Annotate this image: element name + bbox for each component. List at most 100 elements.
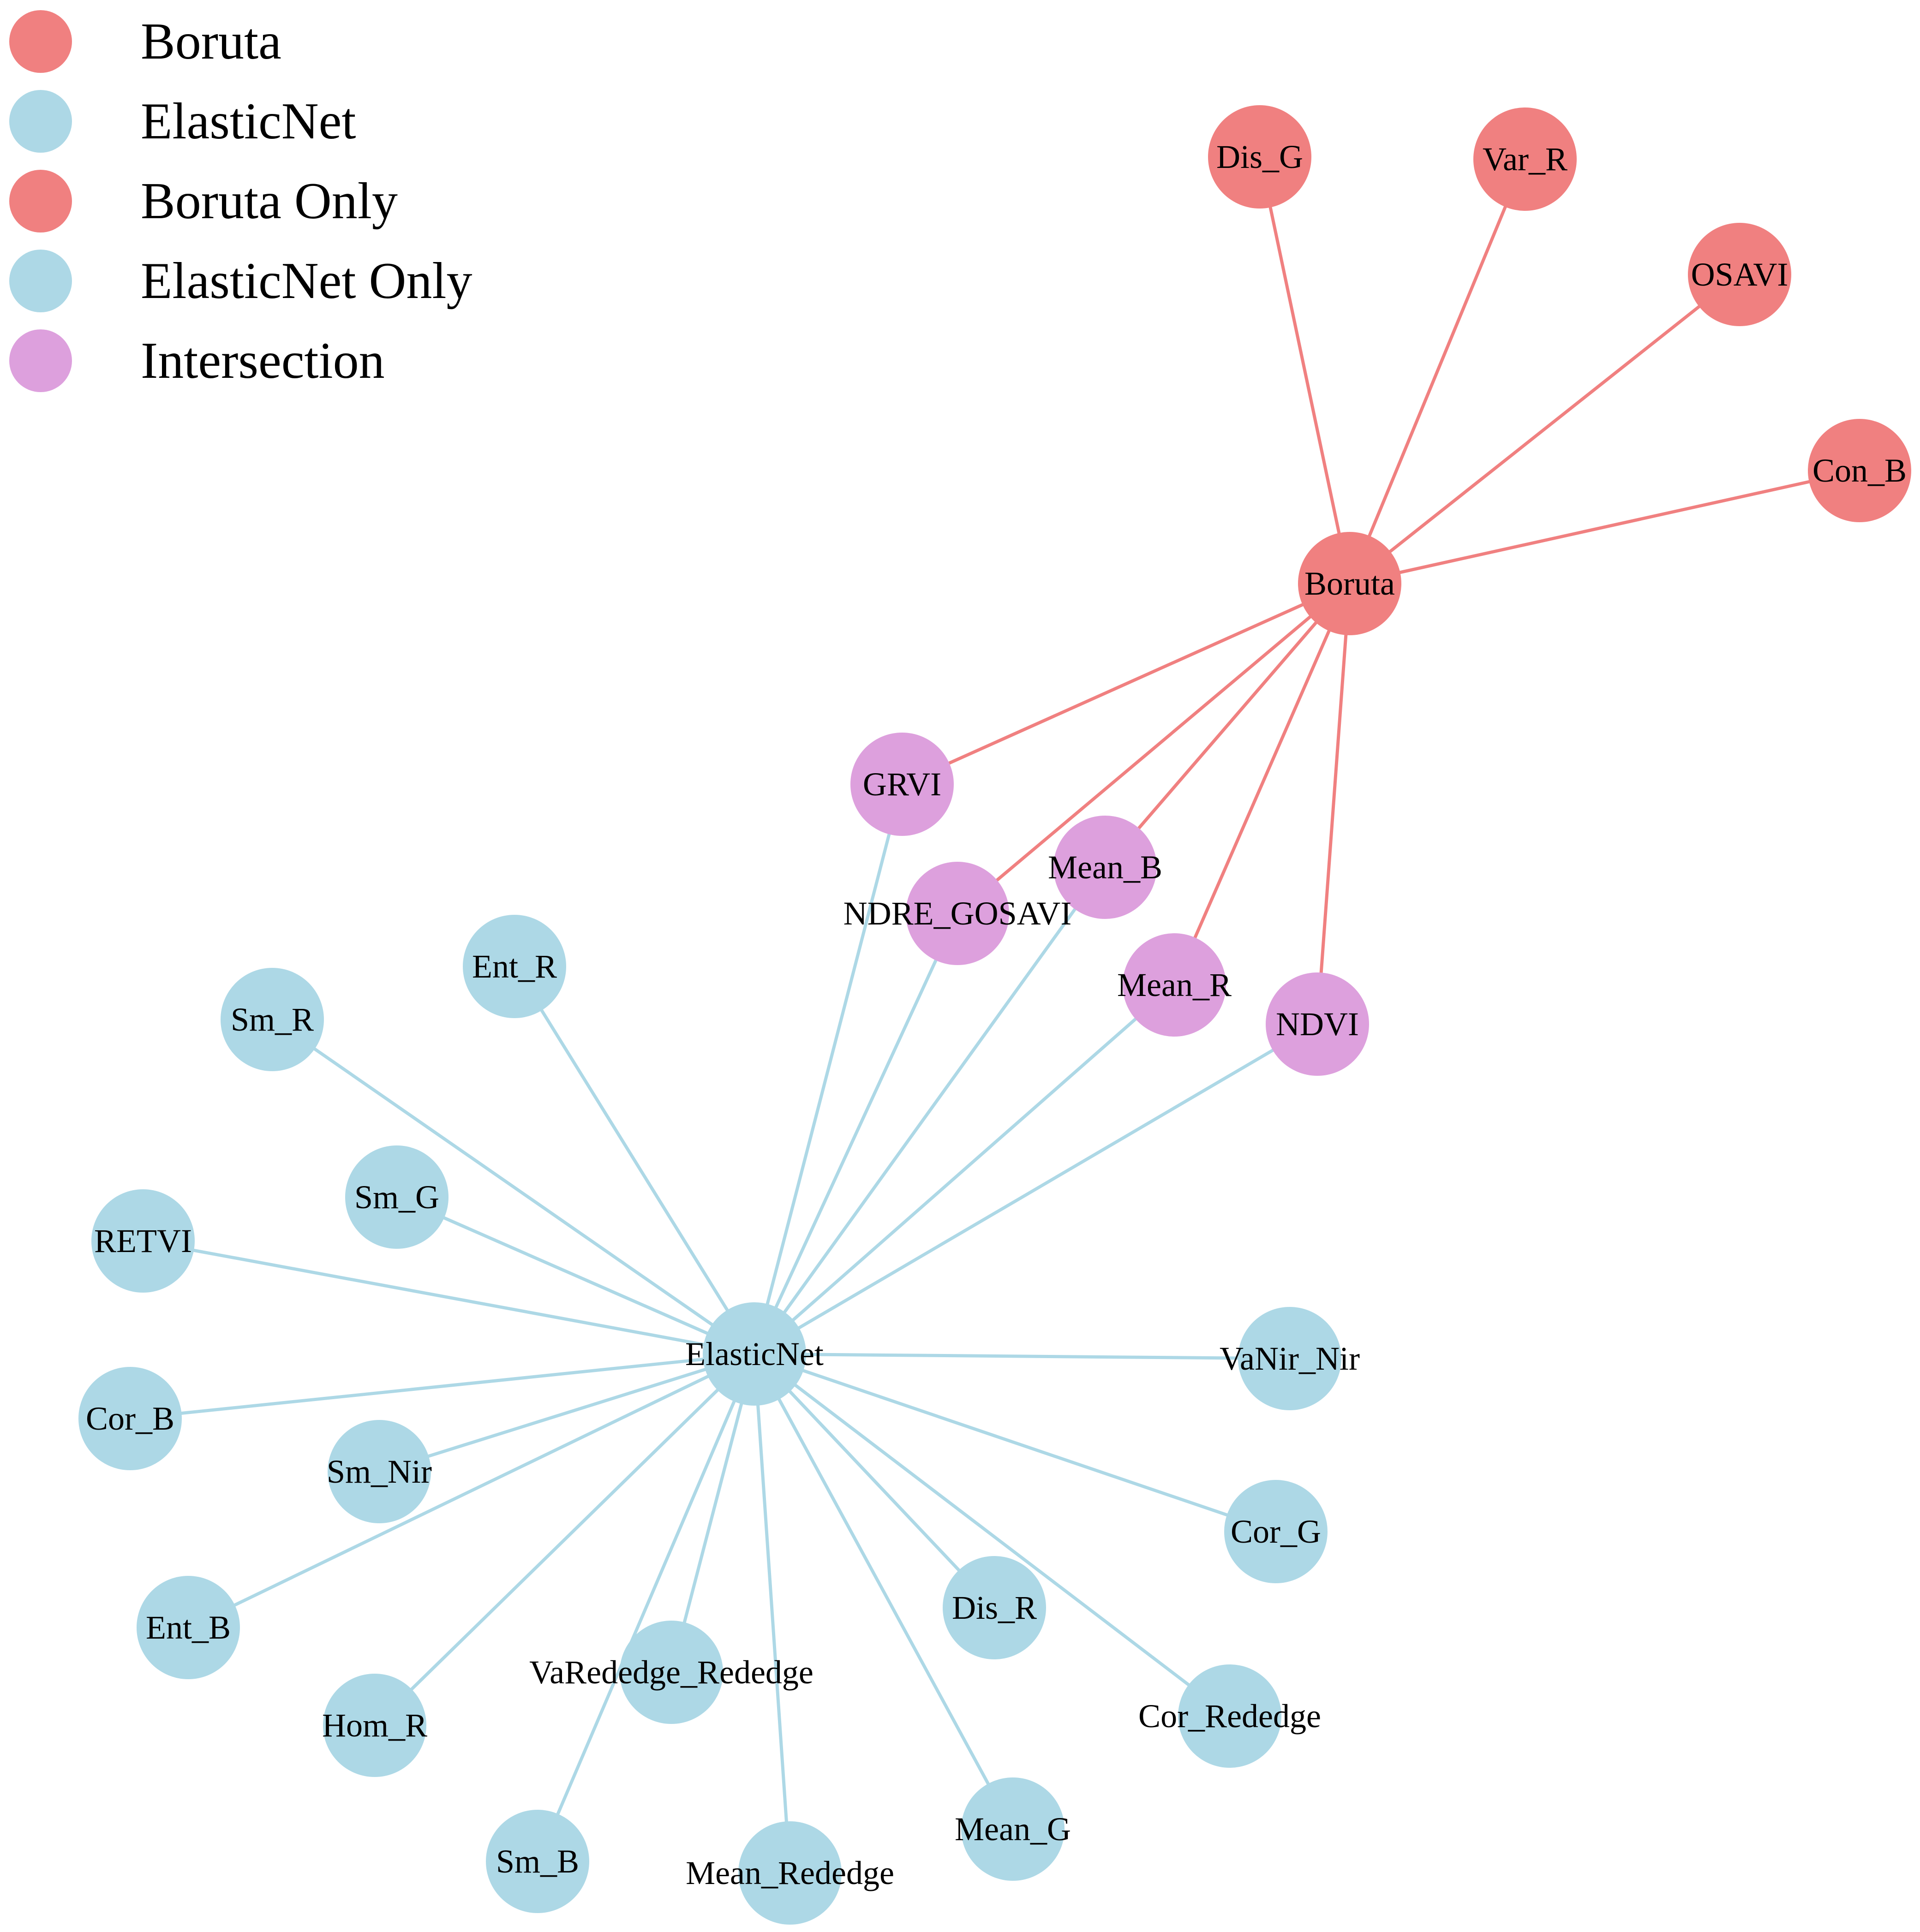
edge-elasticnet-sm-r xyxy=(271,1018,755,1355)
edge-elasticnet-varededge-rededge xyxy=(670,1354,756,1673)
legend-marker-elasticnet-only xyxy=(9,250,72,312)
edge-elasticnet-cor-rededge xyxy=(753,1353,1231,1717)
node-grvi xyxy=(850,733,954,836)
node-label-cor-rededge: Cor_Rededge xyxy=(1138,1698,1321,1735)
edge-elasticnet-vanir-nir xyxy=(754,1352,1290,1360)
node-hom-r xyxy=(323,1674,426,1777)
node-label-sm-nir: Sm_Nir xyxy=(327,1453,432,1490)
edge-boruta-dis-g xyxy=(1258,156,1352,584)
node-mean-rededge xyxy=(738,1821,842,1925)
edge-boruta-grvi xyxy=(901,582,1351,786)
node-vanir-nir xyxy=(1238,1307,1341,1410)
edge-boruta-osavi xyxy=(1348,273,1741,585)
node-label-mean-r: Mean_R xyxy=(1117,966,1232,1003)
node-var-r xyxy=(1473,107,1577,211)
edge-elasticnet-mean-b xyxy=(753,866,1107,1355)
node-label-var-r: Var_R xyxy=(1483,141,1567,178)
legend-label-boruta: Boruta xyxy=(141,13,281,70)
edge-elasticnet-ndre-gosavi xyxy=(753,912,959,1355)
edge-elasticnet-sm-g xyxy=(396,1195,755,1356)
node-label-sm-g: Sm_G xyxy=(354,1179,439,1216)
node-sm-b xyxy=(486,1810,589,1913)
edge-elasticnet-ndvi xyxy=(754,1022,1318,1356)
node-varededge-rededge xyxy=(620,1621,723,1724)
node-ent-b xyxy=(137,1576,240,1679)
node-elasticnet xyxy=(703,1302,806,1406)
node-label-dis-g: Dis_G xyxy=(1216,138,1303,175)
node-dis-r xyxy=(943,1556,1046,1659)
legend-marker-boruta xyxy=(9,10,72,73)
node-dis-g xyxy=(1208,105,1311,209)
node-ndvi xyxy=(1266,972,1369,1076)
node-label-hom-r: Hom_R xyxy=(322,1707,427,1744)
edge-elasticnet-retvi xyxy=(143,1239,755,1356)
node-label-cor-g: Cor_G xyxy=(1231,1513,1321,1550)
node-label-ndre-gosavi: NDRE_GOSAVI xyxy=(843,895,1072,932)
edge-elasticnet-grvi xyxy=(753,784,904,1354)
edge-elasticnet-sm-nir xyxy=(378,1352,755,1473)
legend-marker-elasticnet xyxy=(9,90,72,153)
node-label-varededge-rededge: VaRededge_Rededge xyxy=(529,1654,813,1691)
node-label-con-b: Con_B xyxy=(1812,452,1907,489)
edge-elasticnet-ent-r xyxy=(513,966,756,1355)
node-label-sm-r: Sm_R xyxy=(231,1001,314,1038)
edge-boruta-ndre-gosavi xyxy=(956,582,1351,915)
node-label-dis-r: Dis_R xyxy=(952,1589,1037,1626)
node-mean-g xyxy=(961,1777,1065,1881)
edge-elasticnet-dis-r xyxy=(753,1353,996,1609)
node-label-retvi: RETVI xyxy=(94,1222,192,1259)
node-mean-r xyxy=(1123,933,1226,1037)
legend-label-intersection: Intersection xyxy=(141,332,385,389)
edge-boruta-mean-r xyxy=(1172,583,1352,986)
edge-boruta-var-r xyxy=(1348,158,1527,584)
node-label-ent-b: Ent_B xyxy=(146,1609,231,1646)
node-con-b xyxy=(1808,419,1911,522)
node-sm-nir xyxy=(328,1420,431,1523)
edge-elasticnet-mean-g xyxy=(753,1353,1015,1830)
node-label-mean-rededge: Mean_Rededge xyxy=(686,1854,894,1891)
node-label-elasticnet: ElasticNet xyxy=(685,1336,824,1372)
legend-label-elasticnet: ElasticNet xyxy=(141,93,356,150)
legend-item-intersection: Intersection xyxy=(9,329,385,392)
node-retvi xyxy=(91,1189,195,1293)
node-mean-b xyxy=(1053,816,1157,919)
edge-elasticnet-mean-rededge xyxy=(753,1354,792,1873)
node-ent-r xyxy=(463,915,566,1018)
legend-item-boruta-only: Boruta Only xyxy=(9,170,398,233)
legend-marker-intersection xyxy=(9,329,72,392)
node-osavi xyxy=(1688,223,1791,326)
node-boruta xyxy=(1298,532,1401,635)
node-label-osavi: OSAVI xyxy=(1691,256,1788,293)
edge-boruta-ndvi xyxy=(1316,583,1352,1025)
edge-elasticnet-ent-b xyxy=(187,1352,755,1629)
node-sm-g xyxy=(345,1145,449,1249)
legend-label-boruta-only: Boruta Only xyxy=(141,173,398,230)
node-label-mean-g: Mean_G xyxy=(955,1811,1071,1848)
edge-elasticnet-hom-r xyxy=(373,1353,756,1727)
node-sm-r xyxy=(221,968,324,1071)
edge-elasticnet-mean-r xyxy=(753,984,1176,1355)
edge-boruta-con-b xyxy=(1349,469,1860,585)
node-label-ndvi: NDVI xyxy=(1276,1006,1359,1043)
legend-item-elasticnet: ElasticNet xyxy=(9,90,356,153)
edges-layer xyxy=(130,156,1860,1873)
edge-elasticnet-sm-b xyxy=(536,1353,756,1862)
edge-elasticnet-cor-b xyxy=(130,1352,755,1420)
node-label-sm-b: Sm_B xyxy=(496,1843,579,1880)
edge-boruta-mean-b xyxy=(1104,582,1351,869)
legend-item-boruta: Boruta xyxy=(9,10,281,73)
node-cor-g xyxy=(1224,1480,1328,1583)
node-label-boruta: Boruta xyxy=(1304,565,1395,602)
node-label-vanir-nir: VaNir_Nir xyxy=(1220,1340,1360,1377)
legend-item-elasticnet-only: ElasticNet Only xyxy=(9,250,472,312)
node-cor-rededge xyxy=(1178,1664,1281,1768)
node-label-cor-b: Cor_B xyxy=(86,1400,174,1437)
node-ndre-gosavi xyxy=(906,862,1009,965)
edge-elasticnet-cor-g xyxy=(754,1352,1277,1533)
node-cor-b xyxy=(78,1367,182,1470)
legend-marker-boruta-only xyxy=(9,170,72,233)
legend-label-elasticnet-only: ElasticNet Only xyxy=(141,252,472,310)
